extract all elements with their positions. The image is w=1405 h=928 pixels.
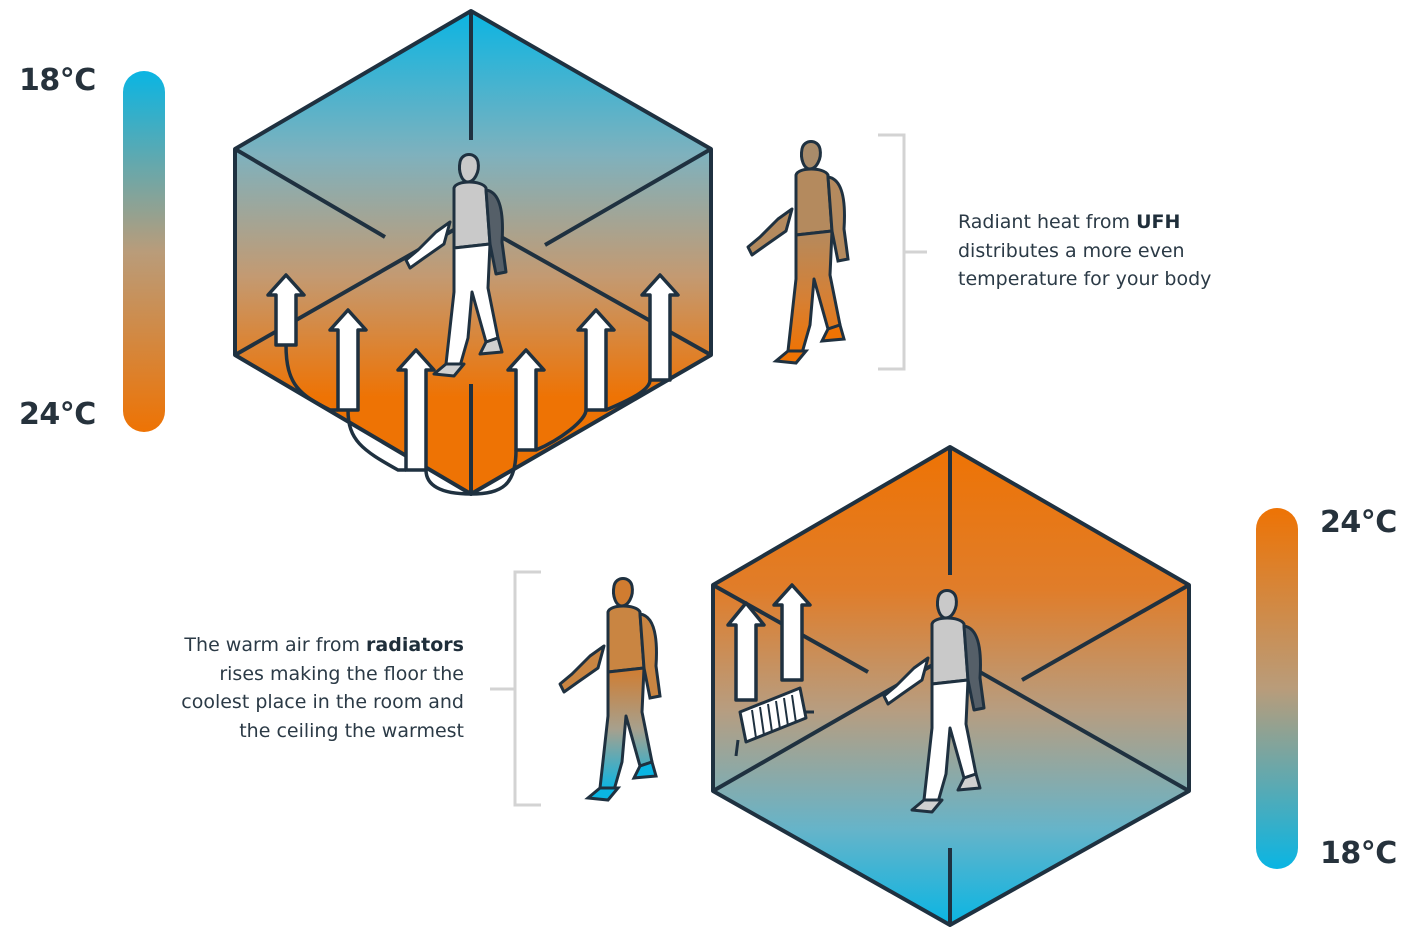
person-radiator-uneven-temperature [558,577,662,802]
heat-arrow-icons [266,273,680,472]
temperature-scale-top [123,71,165,432]
ufh-caption: Radiant heat from UFH distributes a more… [958,208,1211,294]
radiator-caption-bold: radiators [366,634,464,656]
person-ufh-even-temperature [746,140,850,365]
radiator-caption: The warm air from radiators rises making… [181,631,464,745]
ufh-caption-line2: distributes a more even [958,239,1185,262]
radiator-icon [734,686,814,757]
scale-top-min-label: 24°C [19,397,96,432]
scale-bottom-min-label: 18°C [1320,836,1397,871]
ufh-caption-prefix: Radiant heat from [958,211,1137,233]
rising-air-arrow-icons [726,583,812,702]
bracket-radiator [490,570,541,807]
scale-bottom-max-label: 24°C [1320,505,1397,540]
scale-top-max-label: 18°C [19,63,96,98]
bracket-ufh [878,133,927,371]
radiator-caption-line3: coolest place in the room and [181,691,464,713]
radiator-caption-line4: the ceiling the warmest [239,719,464,742]
radiator-caption-line2: rises making the floor the [219,662,464,685]
radiator-caption-prefix: The warm air from [184,634,367,656]
ufh-caption-line3: temperature for your body [958,268,1212,290]
temperature-scale-bottom [1256,508,1298,869]
radiator-room [711,445,1191,927]
ufh-caption-bold: UFH [1136,211,1181,233]
ufh-room [233,9,713,496]
